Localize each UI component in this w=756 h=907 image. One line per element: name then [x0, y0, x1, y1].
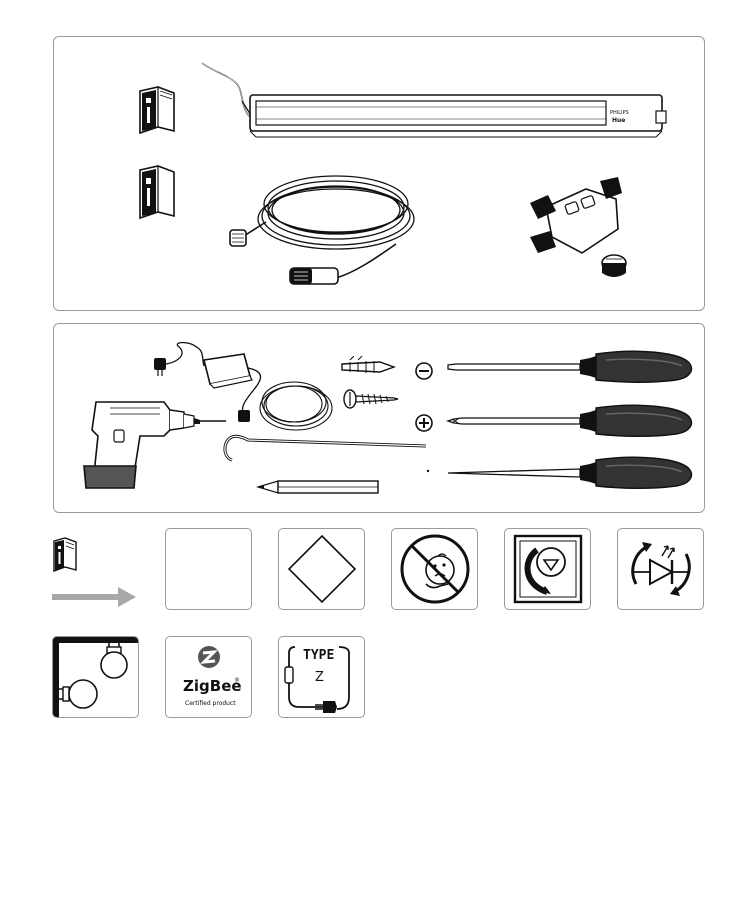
type-z-symbol-box: TYPE Z [278, 636, 365, 718]
zigbee-registered-mark: ® [234, 677, 240, 684]
blank-symbol-box [165, 528, 252, 610]
t-connector-illustration [526, 173, 631, 283]
tools-panel [53, 323, 705, 513]
type-label: TYPE [303, 648, 334, 663]
product-brand-label: PHILIPS [610, 110, 629, 116]
package-contents-panel: PHILIPS Hue [53, 36, 705, 311]
wall-plug-illustration [340, 356, 396, 378]
zigbee-logo-text: ZigBee [183, 677, 242, 695]
screw-illustration [342, 388, 400, 410]
no-children-icon [398, 532, 472, 606]
no-children-symbol-box [391, 528, 478, 610]
product-model-label: Hue [612, 117, 625, 124]
led-symbol-box [617, 528, 704, 610]
diamond-symbol-box [278, 528, 365, 610]
zigbee-certified-label: Certified product [185, 700, 236, 707]
manual-icon [52, 536, 78, 574]
led-diode-icon [624, 532, 698, 606]
manual-icon [136, 162, 178, 224]
zigbee-symbol-box: ZigBee ® Certified product [165, 636, 252, 718]
awl-symbol-icon [426, 469, 430, 473]
lamp-orientation-symbol-box [504, 528, 591, 610]
manual-icon [136, 83, 178, 137]
type-letter: Z [315, 670, 324, 685]
slotted-symbol-icon [414, 361, 434, 381]
drill-illustration [80, 396, 230, 492]
lamp-placement-icon [53, 637, 138, 717]
hook-rod-illustration [222, 430, 432, 466]
awl-screwdriver-illustration [446, 456, 694, 490]
arrow-right-icon [52, 587, 136, 607]
lamp-orientation-icon [511, 532, 585, 606]
phillips-symbol-icon [414, 413, 434, 433]
light-bar-illustration [200, 57, 670, 157]
extension-cable-illustration [226, 162, 426, 297]
pencil-illustration [256, 478, 382, 496]
phillips-screwdriver-illustration [446, 404, 694, 438]
diamond-icon [285, 532, 359, 606]
slotted-screwdriver-illustration [446, 350, 694, 384]
zigbee-logo-icon [197, 645, 221, 669]
lamp-placement-symbol-box [52, 636, 139, 718]
